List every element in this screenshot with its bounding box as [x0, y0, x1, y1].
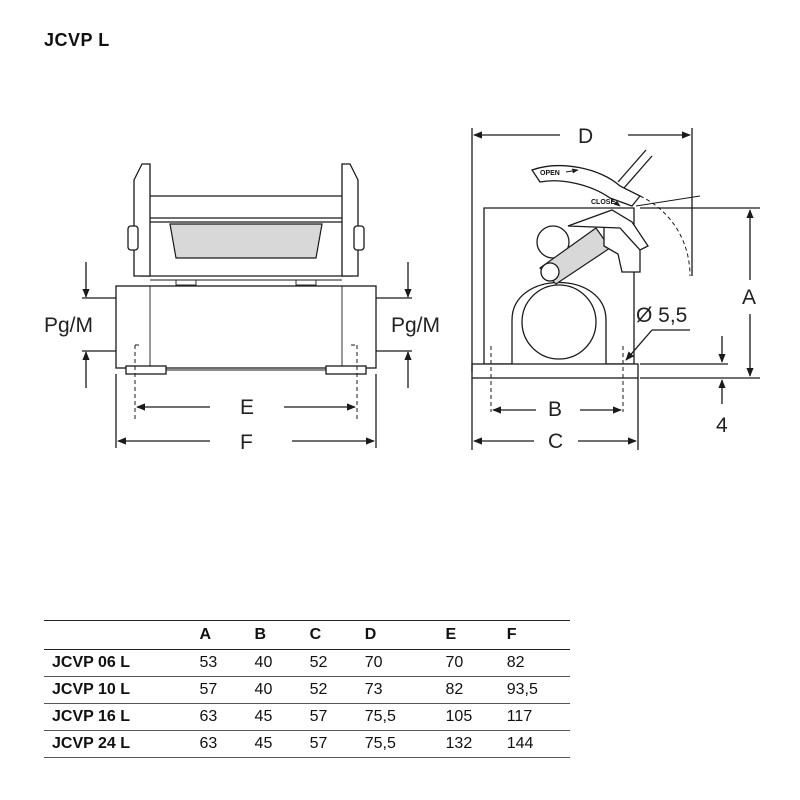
table-row: JCVP 06 L 53 40 52 70 70 82: [44, 650, 570, 677]
model-cell: JCVP 06 L: [52, 654, 130, 671]
dim-d-label: D: [578, 125, 593, 148]
table-cell: 105: [445, 708, 473, 725]
table-cell: 73: [364, 681, 383, 698]
model-cell: JCVP 16 L: [52, 708, 130, 725]
dim-a-label: A: [742, 286, 756, 309]
table-header-cell: B: [254, 626, 267, 643]
left-foot: [125, 365, 167, 375]
table-header-cell: E: [445, 626, 457, 643]
table-cell: 57: [309, 735, 328, 752]
front-housing-body: [115, 285, 377, 369]
table-cell: 93,5: [506, 681, 538, 698]
side-base-plate: [471, 363, 639, 379]
table-cell: 57: [309, 708, 328, 725]
dim-c-label: C: [548, 430, 563, 453]
pg-right-label: Pg/M: [391, 314, 440, 337]
table-cell: 40: [254, 654, 273, 671]
open-label: OPEN: [540, 170, 560, 177]
table-cell: 132: [445, 735, 473, 752]
table-row: JCVP 24 L 63 45 57 75,5 132 144: [44, 731, 570, 758]
table-cell: 70: [364, 654, 383, 671]
side-view: OPEN CLOSE D A Ø 5,5 4 B C: [471, 125, 760, 453]
table-cell: 52: [309, 654, 328, 671]
table-cell: 75,5: [364, 708, 396, 725]
dim-f-label: F: [240, 431, 253, 454]
dim-e-label: E: [240, 396, 254, 419]
table-cell: 117: [506, 708, 533, 725]
table-cell: 70: [445, 654, 464, 671]
pg-left-label: Pg/M: [44, 314, 93, 337]
front-hood-window: [169, 223, 323, 259]
table-cell: 53: [199, 654, 218, 671]
table-cell: 40: [254, 681, 273, 698]
table-header-cell: D: [364, 626, 377, 643]
drawing-title: JCVP L: [44, 30, 110, 50]
table-header-cell: F: [506, 626, 517, 643]
table-cell: 144: [506, 735, 534, 752]
table-cell: 75,5: [364, 735, 396, 752]
model-cell: JCVP 24 L: [52, 735, 130, 752]
right-foot: [325, 365, 367, 375]
table-header-cell: [44, 621, 199, 650]
table-cell: 63: [199, 735, 218, 752]
table-cell: 82: [445, 681, 464, 698]
handle-swing-path: [639, 195, 691, 277]
table-header-cell: A: [199, 626, 212, 643]
dim-4-label: 4: [716, 414, 728, 437]
table-cell: 82: [506, 654, 525, 671]
left-pin: [127, 225, 139, 251]
table-cell: 57: [199, 681, 218, 698]
table-cell: 45: [254, 735, 273, 752]
table-row: JCVP 10 L 57 40 52 73 82 93,5: [44, 677, 570, 704]
front-view: Pg/M Pg/M E F: [44, 163, 440, 454]
table-header-cell: C: [309, 626, 322, 643]
model-cell: JCVP 10 L: [52, 681, 130, 698]
left-lever: [133, 163, 151, 277]
dim-b-label: B: [548, 398, 562, 421]
table-row: JCVP 16 L 63 45 57 75,5 105 117: [44, 704, 570, 731]
hole-diameter-label: Ø 5,5: [636, 304, 687, 327]
close-label: CLOSE: [591, 199, 615, 206]
cable-entry-circle: [521, 284, 597, 360]
table-cell: 52: [309, 681, 328, 698]
dimensions-table: A B C D E F JCVP 06 L 53 40 52 70 70 82 …: [44, 620, 570, 758]
table-cell: 45: [254, 708, 273, 725]
right-lever: [341, 163, 359, 277]
right-pin: [353, 225, 365, 251]
top-handle: [530, 164, 642, 207]
table-header-row: A B C D E F: [44, 620, 570, 650]
table-cell: 63: [199, 708, 218, 725]
